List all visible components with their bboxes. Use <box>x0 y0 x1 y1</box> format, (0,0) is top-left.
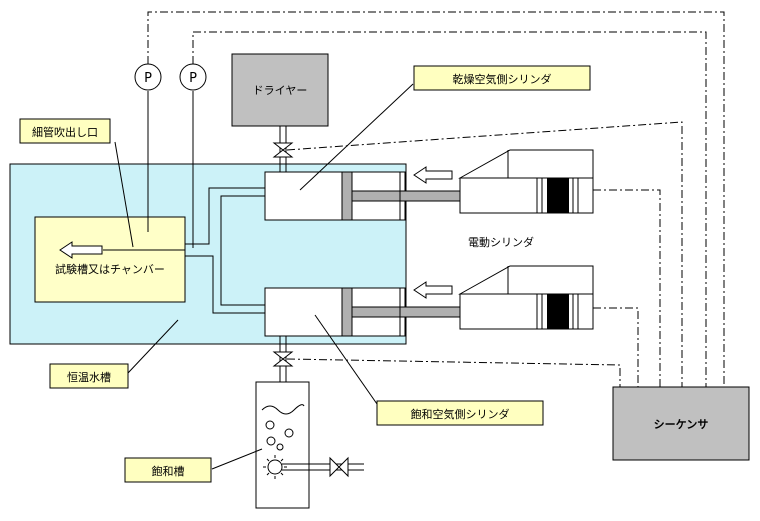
saturation-valve-icon <box>272 351 294 367</box>
control-line-gauge-2 <box>192 31 707 387</box>
nozzle-label: 細管吹出し口 <box>32 125 98 139</box>
control-line-valve-bottom <box>286 358 621 387</box>
lower-push-arrow <box>413 281 453 299</box>
control-line-lower-motor <box>593 307 639 387</box>
gauge-2-label: P <box>189 71 197 86</box>
electric-cylinder-label: 電動シリンダ <box>468 235 534 249</box>
sequencer-label: シーケンサ <box>654 418 709 431</box>
pressure-gauge-2: P <box>179 63 207 91</box>
bubbler-icon <box>263 455 287 479</box>
piping <box>103 91 265 314</box>
water-bath-label: 恒温水槽 <box>67 371 111 384</box>
callout-leaders <box>114 83 414 470</box>
gauge-1-label: P <box>144 71 152 86</box>
pressure-gauge-1: P <box>134 63 162 91</box>
upper-electric-cylinder <box>458 149 594 214</box>
lower-electric-cylinder <box>458 265 594 330</box>
saturation-tank <box>255 381 364 509</box>
saturated-cylinder-label: 飽和空気側シリンダ <box>411 407 510 421</box>
dryer-box <box>231 53 329 127</box>
test-chamber <box>34 216 186 303</box>
sequencer-box <box>612 386 750 461</box>
callout-water-bath: 恒温水槽 <box>49 363 129 389</box>
control-line-gauge-1 <box>147 11 725 387</box>
control-lines <box>147 11 725 387</box>
saturated-air-piston <box>341 287 353 337</box>
control-line-upper-motor <box>593 189 661 387</box>
upper-push-arrow <box>413 166 453 184</box>
saturation-tank-label: 飽和槽 <box>152 464 185 478</box>
chamber-label: 試験槽又はチャンバー <box>55 262 165 276</box>
dryer-valve-icon <box>272 142 294 158</box>
callout-saturation-tank: 飽和槽 <box>124 457 212 483</box>
saturated-air-rod <box>351 306 461 318</box>
dry-cylinder-label: 乾燥空気側シリンダ <box>453 72 552 86</box>
outflow-arrow <box>59 241 103 259</box>
control-line-valve-top <box>286 121 683 387</box>
dryer-label: ドライヤー <box>253 84 308 97</box>
callout-dry-cylinder: 乾燥空気側シリンダ <box>413 65 591 91</box>
dry-air-piston <box>341 171 353 221</box>
dry-air-rod <box>351 190 461 202</box>
inlet-valve-icon <box>329 456 349 478</box>
callout-nozzle: 細管吹出し口 <box>19 118 111 144</box>
callout-saturated-cylinder: 飽和空気側シリンダ <box>376 400 544 426</box>
